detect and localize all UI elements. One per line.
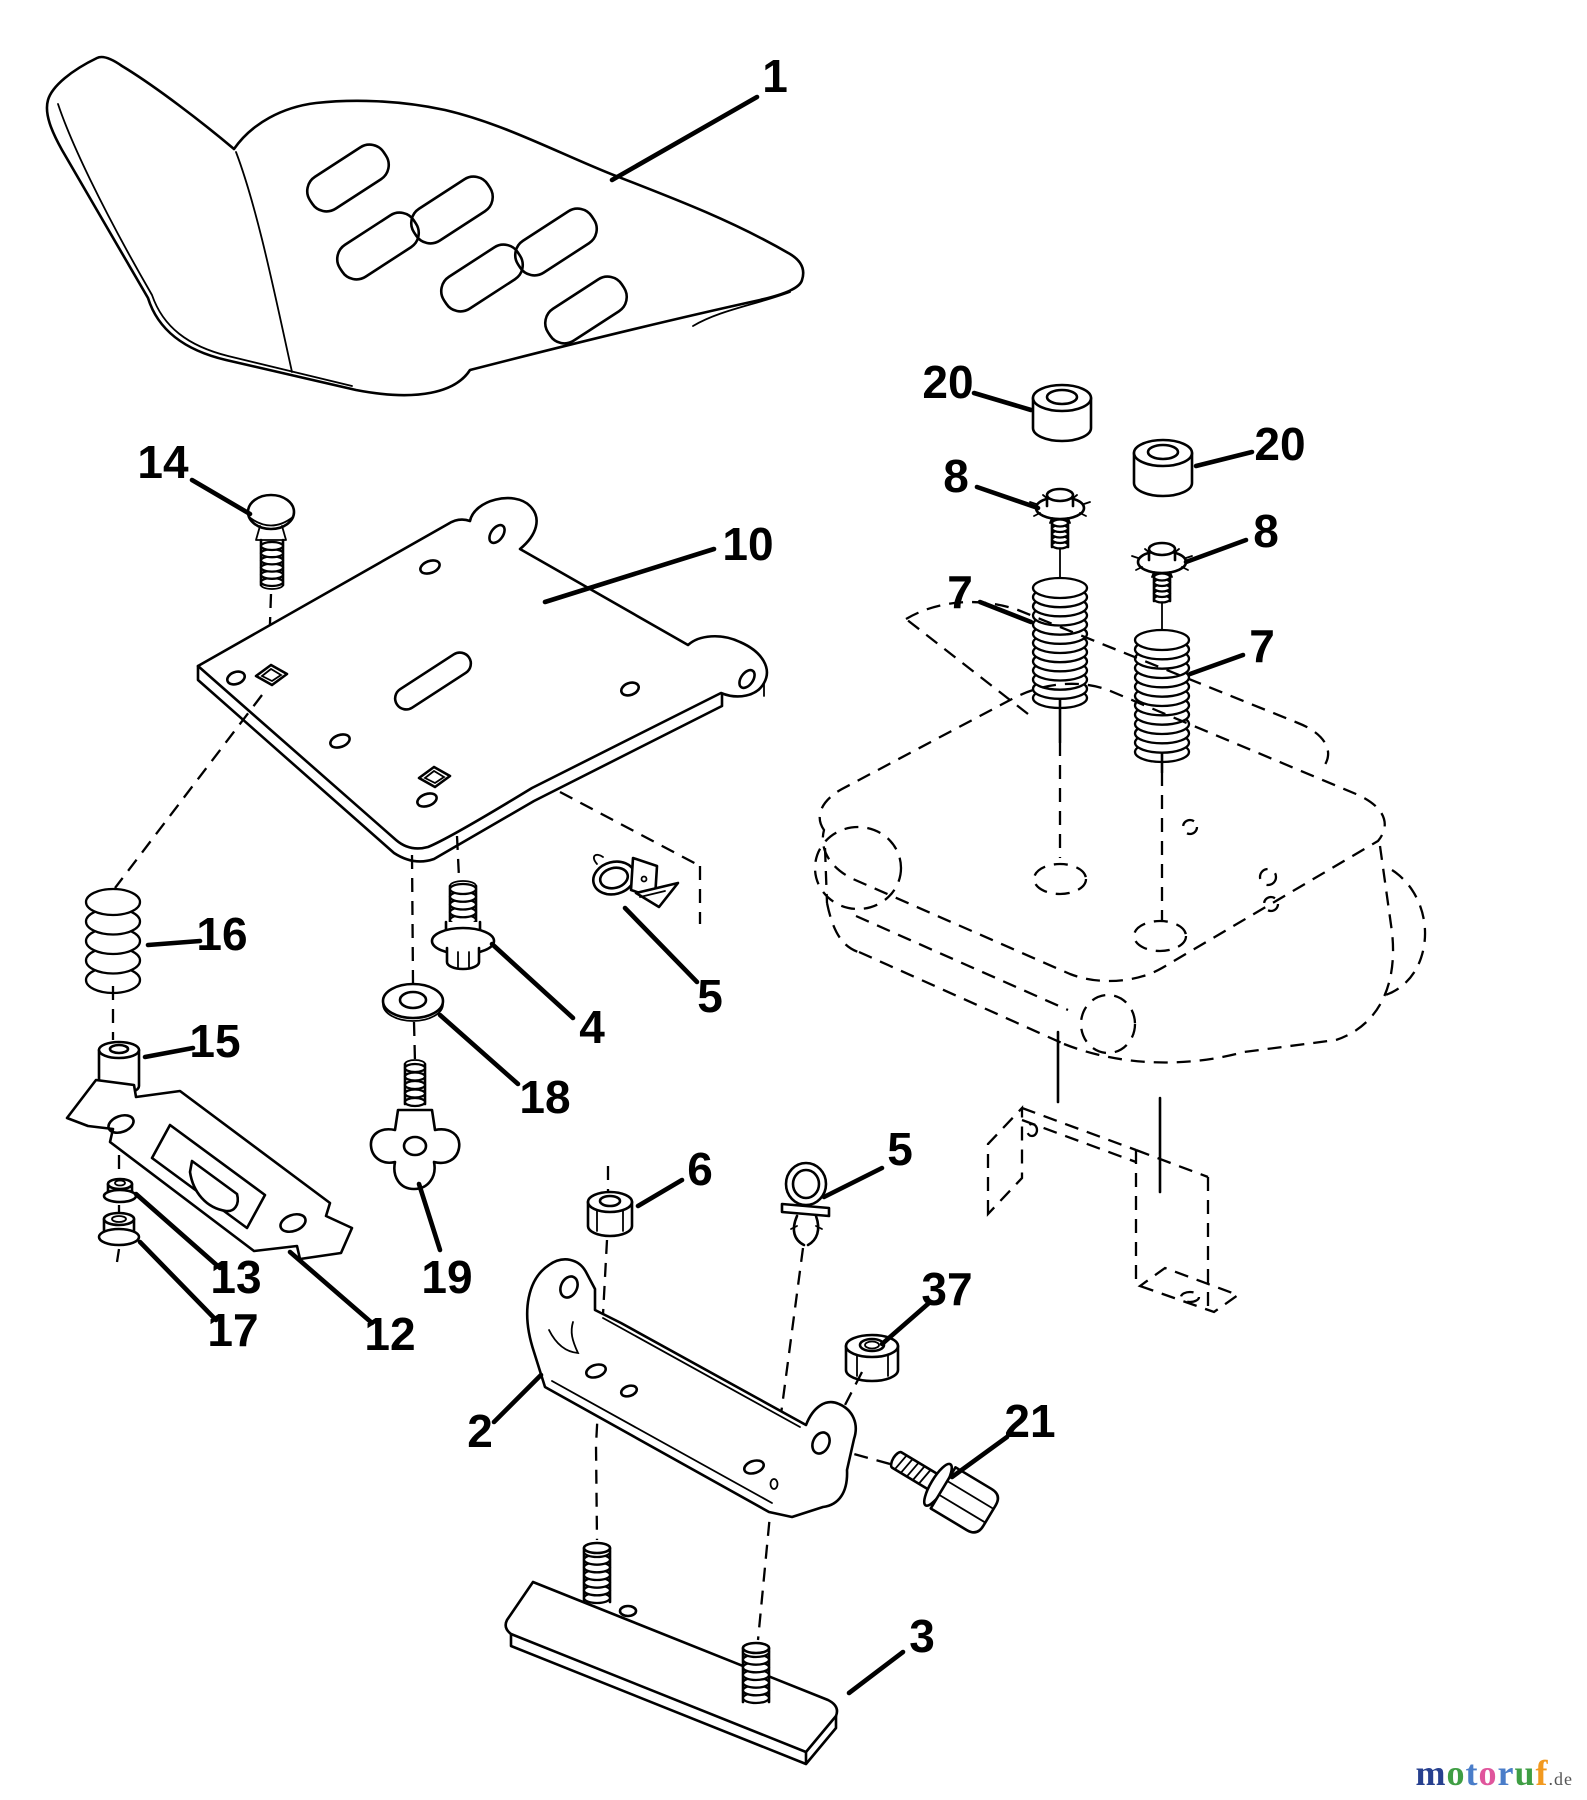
spring-part-16 [84,887,142,1040]
part-label-3: 3 [909,1610,935,1662]
motoruf-watermark-logo[interactable]: motoruf.de [1415,1752,1573,1794]
leader-7a [977,599,1034,625]
spring-part-7b [1133,628,1191,1194]
leader-17 [137,1239,219,1323]
part-label-1: 1 [762,50,788,102]
part-label-16: 16 [196,908,247,960]
part-label-7b: 7 [1249,620,1275,672]
watermark-letter: f [1535,1753,1549,1793]
watermark-letter: o [1446,1753,1466,1793]
leader-37 [879,1300,932,1347]
part-label-10: 10 [722,518,773,570]
part-label-12: 12 [364,1308,415,1360]
part-label-15: 15 [189,1015,240,1067]
part-label-20b: 20 [1254,418,1305,470]
part-label-8b: 8 [1253,505,1279,557]
part-label-21: 21 [1004,1395,1055,1447]
spacer-part-20a [1031,383,1093,443]
lock-nut-part-6 [586,1166,634,1541]
screw-part-8a [1029,487,1091,584]
leader-15 [142,1045,196,1060]
part-label-18: 18 [519,1071,570,1123]
leader-4 [489,941,576,1021]
part-label-8a: 8 [943,450,969,502]
watermark-letter: u [1514,1753,1536,1793]
leader-3 [846,1649,906,1696]
leader-1 [609,94,760,183]
part-label-2: 2 [467,1405,493,1457]
seat-bracket-part-2 [525,1258,858,1519]
leader-5b [821,1165,885,1200]
knob-part-19 [369,1059,461,1191]
washer-part-18 [381,982,445,1063]
watermark-letter: m [1415,1753,1447,1793]
part-label-4: 4 [579,1001,605,1053]
spring-part-7a [1031,576,1089,1104]
part-label-5b: 5 [887,1123,913,1175]
part-label-37: 37 [921,1263,972,1315]
fender-bracket-dashed [986,1105,1241,1314]
watermark-suffix: .de [1548,1769,1573,1789]
leader-12 [287,1249,375,1326]
fender-outline-dashed [813,601,1427,1064]
leader-20b [1193,449,1255,469]
part-label-14: 14 [137,436,189,488]
watermark-letter: r [1497,1753,1515,1793]
retainer-clip-part-5b [756,1161,831,1641]
callout-labels: 1 14 10 20 20 8 8 7 7 16 15 4 18 5 5 6 1… [137,50,1305,1662]
screw-part-8b [1131,541,1193,637]
carriage-bolt-part-14 [246,493,296,653]
leader-10 [542,546,717,605]
leader-5a [622,905,700,985]
nut-part-13 [102,1177,138,1212]
leader-16 [145,938,203,948]
watermark-letter: t [1465,1753,1479,1793]
retainer-clip-part-5a [591,853,680,909]
leader-7b [1187,652,1246,677]
spacer-part-20b [1132,438,1194,498]
bolt-part-21 [889,1450,1000,1534]
leader-20a [971,390,1034,413]
leader-8b [1183,537,1249,565]
part-label-17: 17 [207,1304,258,1356]
leader-2 [491,1372,544,1425]
flange-nut-part-17 [97,1211,141,1263]
leader-14 [189,477,253,517]
part-label-5a: 5 [697,970,723,1022]
part-label-19: 19 [421,1251,472,1303]
shoulder-bolt-part-4 [430,880,496,971]
seat-plate-part-10 [114,496,769,984]
leader-lines [133,94,1255,1696]
seat-rib-pattern [305,143,629,345]
leader-19 [416,1181,443,1253]
leader-18 [437,1012,521,1087]
adjuster-plate-part-3 [504,1541,839,1766]
leader-21 [949,1434,1010,1480]
latch-bracket-part-12 [65,1078,354,1261]
part-label-6: 6 [687,1143,713,1195]
leader-6 [635,1177,685,1209]
watermark-letter: o [1478,1753,1498,1793]
part-label-13: 13 [210,1251,261,1303]
leader-13 [133,1191,223,1271]
part-label-20a: 20 [922,356,973,408]
part-label-7a: 7 [947,566,973,618]
leader-8a [974,484,1041,511]
seat-part-1 [45,55,805,397]
